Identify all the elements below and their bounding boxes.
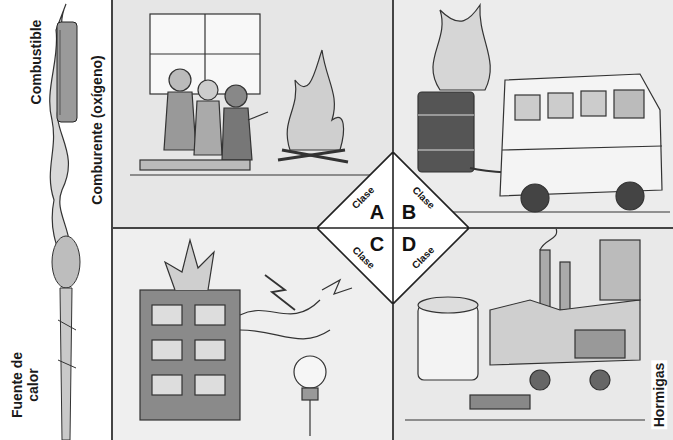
panel-ground bbox=[112, 228, 393, 440]
fire-element-drawing bbox=[50, 4, 80, 440]
class-quadrant: ClaseC bbox=[317, 228, 393, 304]
class-letter: A bbox=[370, 202, 384, 222]
class-b-scene bbox=[405, 5, 670, 212]
vertical-label: Combustible bbox=[28, 18, 44, 107]
class-c-scene bbox=[140, 240, 352, 436]
panel-ground bbox=[393, 228, 673, 440]
class-letter: C bbox=[370, 234, 384, 254]
panel-divider bbox=[112, 0, 673, 440]
vertical-label: Comburente (oxígeno) bbox=[89, 53, 105, 206]
class-letter: B bbox=[402, 202, 416, 222]
quadrant-shape bbox=[393, 228, 469, 304]
class-quadrant: ClaseB bbox=[393, 152, 469, 228]
class-quadrant: ClaseA bbox=[317, 152, 393, 228]
class-a-scene bbox=[130, 14, 380, 175]
class-letter: D bbox=[402, 234, 416, 254]
panel-ground bbox=[112, 0, 393, 228]
class-quadrant: ClaseD bbox=[393, 228, 469, 304]
quadrant-shape bbox=[317, 152, 393, 228]
quadrant-shape bbox=[393, 152, 469, 228]
quadrant-shape bbox=[317, 228, 393, 304]
panel-ground bbox=[393, 0, 673, 228]
vertical-label: Hormigas bbox=[651, 361, 667, 430]
vertical-label: Fuente de calor bbox=[9, 343, 41, 427]
